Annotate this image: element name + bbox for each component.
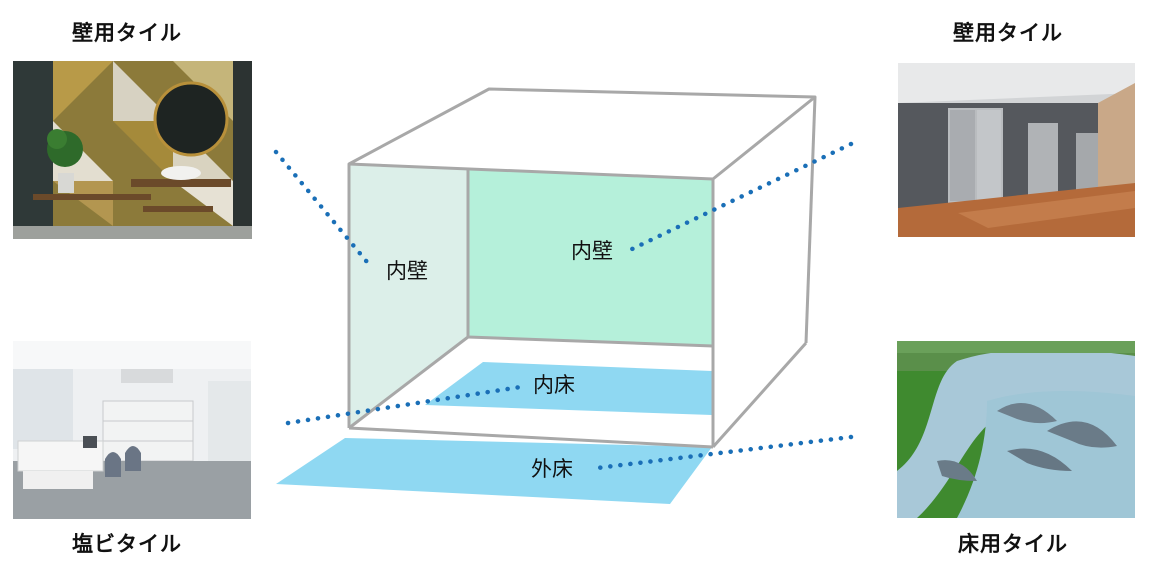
caption-top-left: 壁用タイル	[72, 21, 182, 45]
label-inner-wall-back: 内壁	[571, 239, 613, 263]
caption-top-right: 壁用タイル	[953, 21, 1063, 45]
back-inner-wall-area	[468, 170, 713, 346]
elevator-hall-wall-tile-photo	[898, 63, 1135, 237]
label-outer-floor: 外床	[531, 457, 573, 481]
label-inner-wall-left: 内壁	[386, 259, 428, 283]
caption-bottom-right: 床用タイル	[958, 532, 1068, 556]
leader-inner-wall-back	[627, 141, 854, 253]
inner-floor-area	[425, 362, 712, 415]
leader-inner-floor	[285, 383, 530, 426]
box-frame	[347, 87, 817, 449]
outer-floor-area	[276, 438, 712, 504]
caption-bottom-left: 塩ビタイル	[72, 532, 182, 556]
leader-outer-floor	[594, 434, 854, 471]
label-inner-floor: 内床	[533, 373, 575, 397]
leader-lines	[273, 141, 854, 471]
bathroom-wall-tile-photo	[13, 61, 252, 239]
left-inner-wall-area	[349, 164, 468, 428]
dolphin-floor-tile-photo	[897, 341, 1135, 518]
office-vinyl-tile-photo	[13, 341, 251, 519]
